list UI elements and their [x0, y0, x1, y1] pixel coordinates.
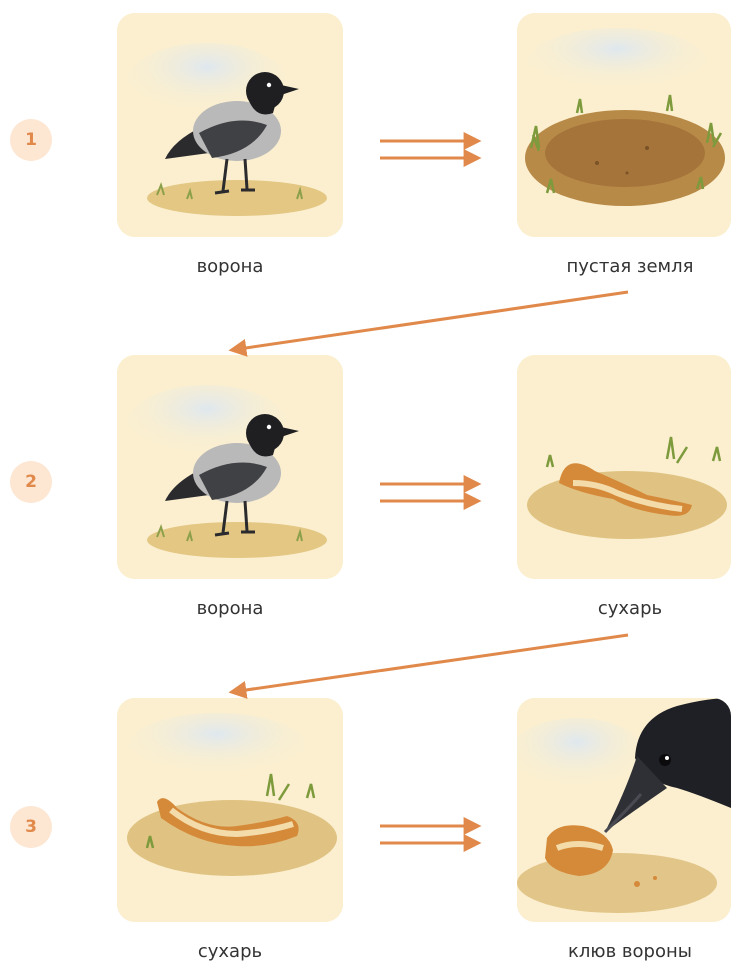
connector-arrow-1-to-2: [232, 292, 628, 350]
connector-arrow-2-to-3: [232, 635, 628, 692]
